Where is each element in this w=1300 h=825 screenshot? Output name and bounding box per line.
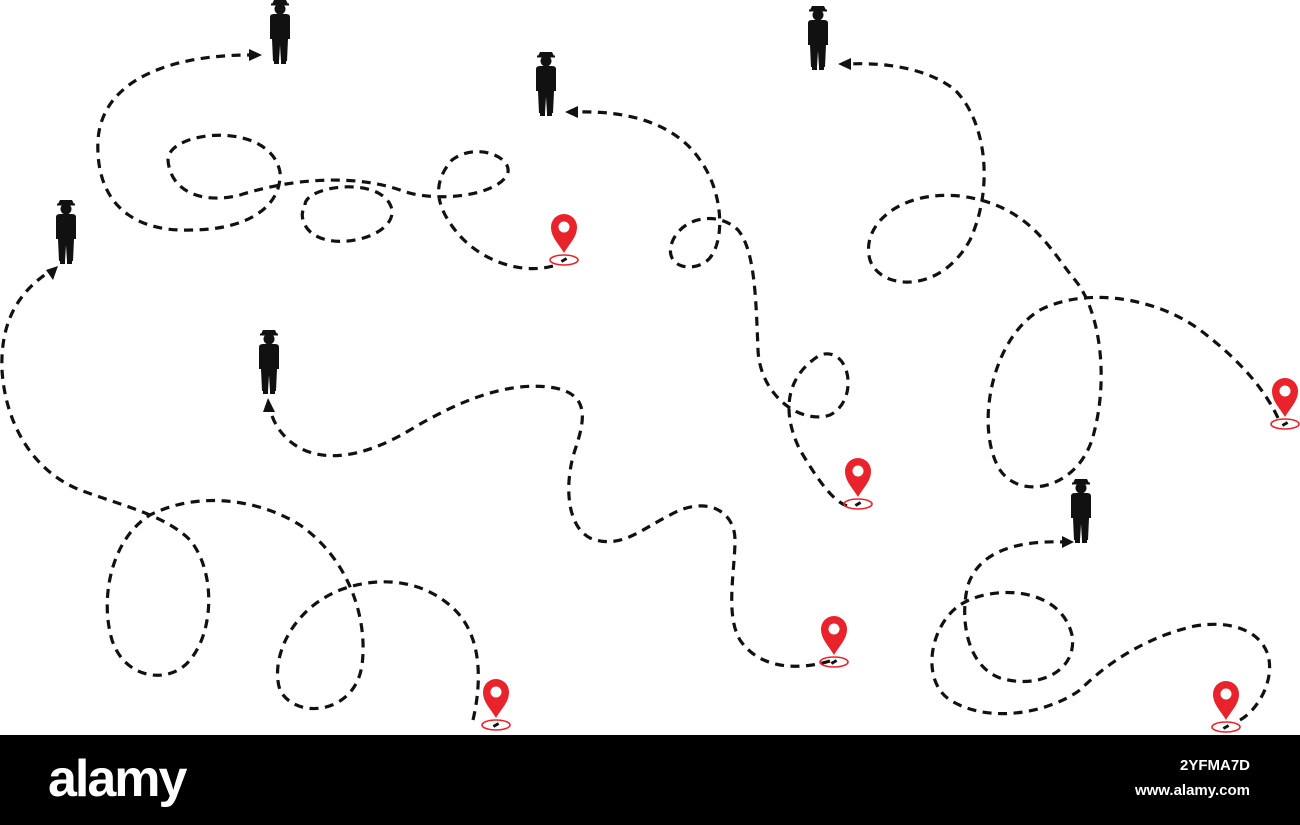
person-icon [536,52,556,116]
person-icon [56,200,76,264]
person-icon [1071,479,1091,543]
image-id: 2YFMA7D [1179,757,1250,774]
map-pin-icon [819,615,849,668]
map-pin-icon [1211,680,1241,733]
map-pin-icon [549,213,579,266]
person-icon [808,6,828,70]
route-2 [565,106,850,508]
watermark-footer: alamy 2YFMA7D www.alamy.com [0,735,1300,825]
person-icon [259,330,279,394]
route-map-diagram [0,0,1300,733]
route-4 [0,266,480,721]
alamy-logo: alamy [48,750,187,808]
route-5 [263,384,831,668]
map-pin-icon [1270,377,1300,430]
route-3 [838,58,1280,489]
route-1 [96,49,554,271]
route-6 [930,536,1272,722]
map-pin-icon [481,678,511,731]
site-url: www.alamy.com [1134,782,1250,799]
map-pin-icon [843,457,873,510]
person-icon [270,0,290,64]
